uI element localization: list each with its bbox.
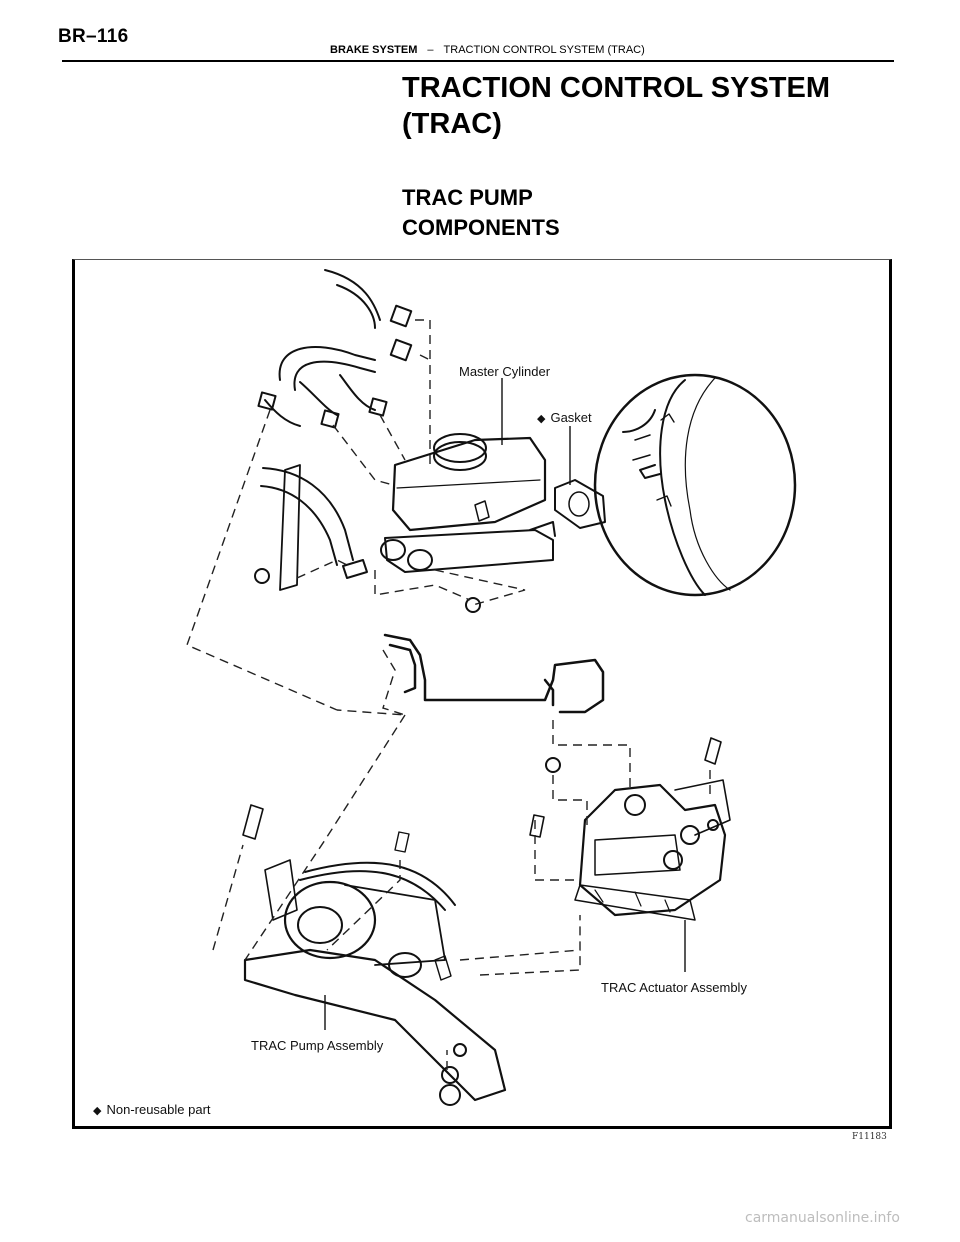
label-master-cylinder: Master Cylinder <box>459 364 551 379</box>
brake-pipe <box>383 633 605 714</box>
assembly-guide-lines <box>186 319 711 1070</box>
footer-watermark: carmanualsonline.info <box>745 1210 900 1226</box>
header-section: TRACTION CONTROL SYSTEM (TRAC) <box>443 44 645 56</box>
trac-actuator-part <box>529 737 731 921</box>
header-separator: – <box>427 44 434 56</box>
section-subtitle: TRAC PUMP COMPONENTS <box>402 183 560 243</box>
bracket-left <box>254 464 481 613</box>
title-line-1: TRACTION CONTROL SYSTEM <box>402 72 831 104</box>
leader-lines <box>324 378 686 1030</box>
label-gasket: ◆ Gasket <box>537 410 592 425</box>
trac-pump-part <box>242 804 507 1106</box>
exploded-diagram <box>186 269 797 1106</box>
non-reusable-diamond-icon: ◆ <box>537 413 546 425</box>
label-trac-actuator: TRAC Actuator Assembly <box>601 980 747 995</box>
subtitle-line-2: COMPONENTS <box>402 215 560 240</box>
legend-non-reusable: ◆ Non-reusable part <box>93 1102 211 1117</box>
page-number: BR–116 <box>58 26 129 47</box>
header-system: BRAKE SYSTEM <box>330 44 418 56</box>
title-line-2: (TRAC) <box>402 108 502 140</box>
components-figure: Master Cylinder ◆ Gasket TRAC Actuator As… <box>72 259 892 1129</box>
page-title: TRACTION CONTROL SYSTEM (TRAC) <box>402 70 882 142</box>
subtitle-line-1: TRAC PUMP <box>402 185 533 210</box>
label-gasket-text: Gasket <box>550 410 592 425</box>
hoses-upper <box>257 269 413 566</box>
brake-booster <box>593 373 797 597</box>
label-trac-pump: TRAC Pump Assembly <box>251 1038 384 1053</box>
header-rule <box>62 60 894 62</box>
legend-diamond-icon: ◆ <box>93 1105 102 1117</box>
legend-text: Non-reusable part <box>106 1102 211 1117</box>
gasket-part <box>554 479 606 529</box>
master-cylinder-part <box>380 433 556 573</box>
header-caption: BRAKE SYSTEM–TRACTION CONTROL SYSTEM (TR… <box>330 44 645 56</box>
figure-id: F11183 <box>852 1132 887 1142</box>
